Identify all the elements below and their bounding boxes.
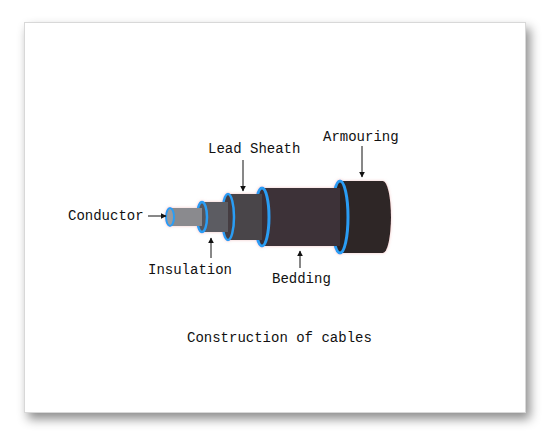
part-label: Bedding (272, 271, 331, 287)
leader-arrow (243, 160, 244, 191)
part-label: Insulation (148, 262, 232, 278)
leader-arrow (362, 146, 363, 177)
leader-arrow (211, 238, 212, 258)
caption-text: Construction of cables (187, 330, 372, 346)
part-label: Conductor (68, 208, 144, 224)
part-label: Lead Sheath (208, 141, 300, 157)
part-label: Armouring (323, 129, 399, 145)
leader-arrow (148, 216, 166, 217)
bedding-layer (262, 188, 340, 246)
leader-arrow (300, 251, 301, 268)
